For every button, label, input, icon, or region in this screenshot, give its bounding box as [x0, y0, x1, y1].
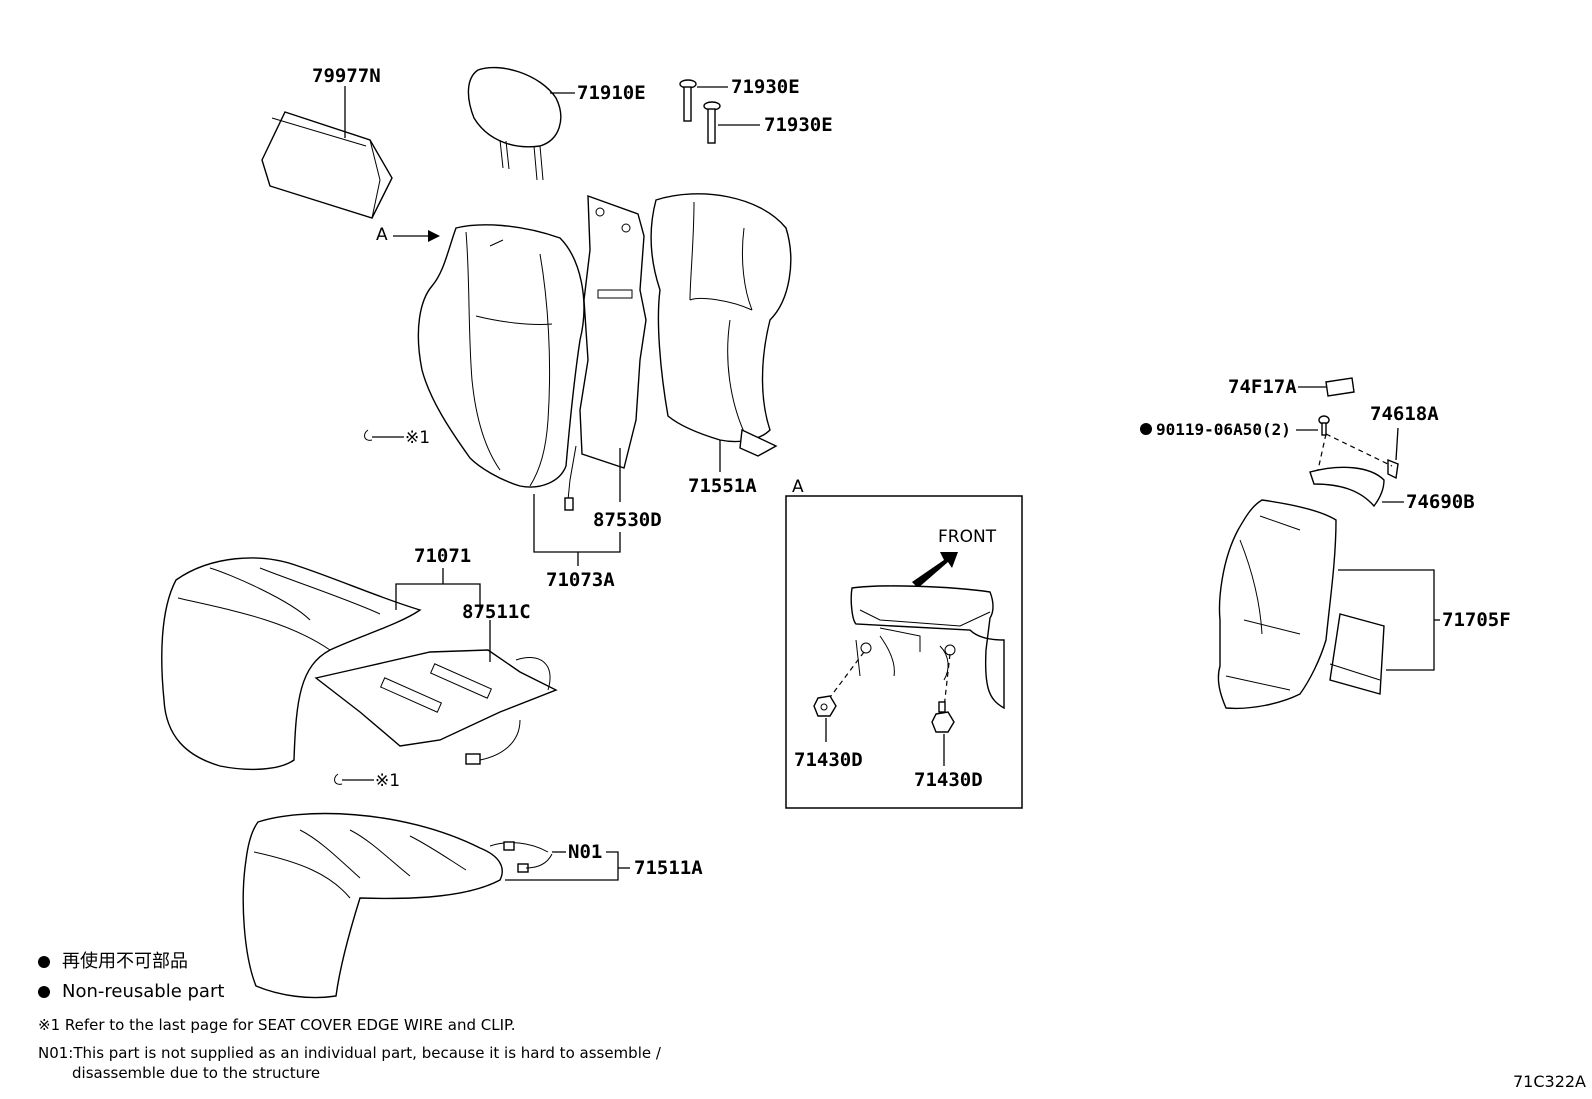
part-71930E-guides-drawing [679, 79, 721, 144]
ref1-mid-label: ※1 [375, 771, 400, 791]
note-ref1-text: ※1 Refer to the last page for SEAT COVER… [38, 1015, 516, 1034]
part-87530D-heater-drawing [564, 194, 647, 511]
part-74F17A-clip-drawing [1325, 377, 1355, 397]
part-79977N-drawing [261, 111, 393, 219]
label-71073A: 71073A [546, 569, 615, 591]
label-71511A: 71511A [634, 857, 703, 879]
label-74618A: 74618A [1370, 403, 1439, 425]
label-71551A: 71551A [688, 475, 757, 497]
diagram-code: 71C322A [1512, 1072, 1586, 1091]
part-87511C-heater-drawing [314, 649, 558, 765]
seatback-cover-drawing [417, 224, 585, 488]
label-71930E-upper: 71930E [731, 76, 800, 98]
label-79977N: 79977N [312, 65, 381, 87]
part-71071-cushion-cover-drawing [161, 557, 422, 771]
note-ref1: ※1 Refer to the last page for SEAT COVER… [38, 1015, 758, 1035]
note-n01-line2: disassemble due to the structure [38, 1063, 758, 1083]
bullet-icon [38, 956, 50, 969]
legend-nonreusable-en-text: Non-reusable part [62, 981, 225, 1003]
bullet-icon [38, 986, 50, 999]
label-71430D-left: 71430D [794, 749, 863, 771]
label-71910E: 71910E [577, 82, 646, 104]
note-n01-line2-text: disassemble due to the structure [72, 1064, 321, 1083]
part-90119-screw-drawing [1318, 415, 1330, 436]
label-87511C: 87511C [462, 601, 531, 623]
bolt-71430D-right-icon [931, 701, 955, 733]
legend-nonreusable-en: Non-reusable part [38, 980, 758, 1004]
legend-nonreusable-jp: 再使用不可部品 [38, 950, 758, 974]
label-87530D: 87530D [593, 509, 662, 531]
label-N01: N01 [568, 841, 602, 863]
part-71511A-cushion-pad-drawing [242, 812, 503, 999]
front-arrow-icon [912, 552, 958, 588]
part-71551A-seatback-pad-drawing [650, 193, 792, 457]
label-71705F: 71705F [1442, 609, 1511, 631]
note-n01-line1-text: N01:This part is not supplied as an indi… [38, 1043, 661, 1062]
label-74690B: 74690B [1406, 491, 1475, 513]
non-reusable-bullet-90119 [1140, 423, 1152, 435]
label-74F17A: 74F17A [1228, 376, 1297, 398]
part-N01-harness-drawing [489, 841, 553, 873]
detail-a-label: A [792, 477, 804, 497]
bolt-71430D-left-icon [813, 695, 837, 717]
part-74618A-cap-drawing [1387, 458, 1399, 480]
legend-nonreusable-jp-text: 再使用不可部品 [62, 951, 188, 972]
label-71071: 71071 [414, 545, 471, 567]
part-74690B-bezel-drawing [1309, 466, 1385, 508]
ref1-top-label: ※1 [405, 428, 430, 448]
label-71430D-right: 71430D [914, 769, 983, 791]
detail-view-a: A FRONT 71430D 71430D [785, 477, 1023, 809]
view-arrow-a-label: A [376, 225, 388, 245]
view-arrow-a-icon [428, 230, 440, 242]
label-71930E-lower: 71930E [764, 114, 833, 136]
front-label: FRONT [938, 527, 997, 547]
part-71910E-headrest-drawing [467, 66, 562, 181]
notes-block: 再使用不可部品 Non-reusable part ※1 Refer to th… [38, 950, 758, 1083]
note-n01-line1: N01:This part is not supplied as an indi… [38, 1043, 758, 1063]
part-71705F-back-board-drawing [1217, 499, 1385, 710]
label-90119: 90119-06A50(2) [1156, 420, 1291, 439]
